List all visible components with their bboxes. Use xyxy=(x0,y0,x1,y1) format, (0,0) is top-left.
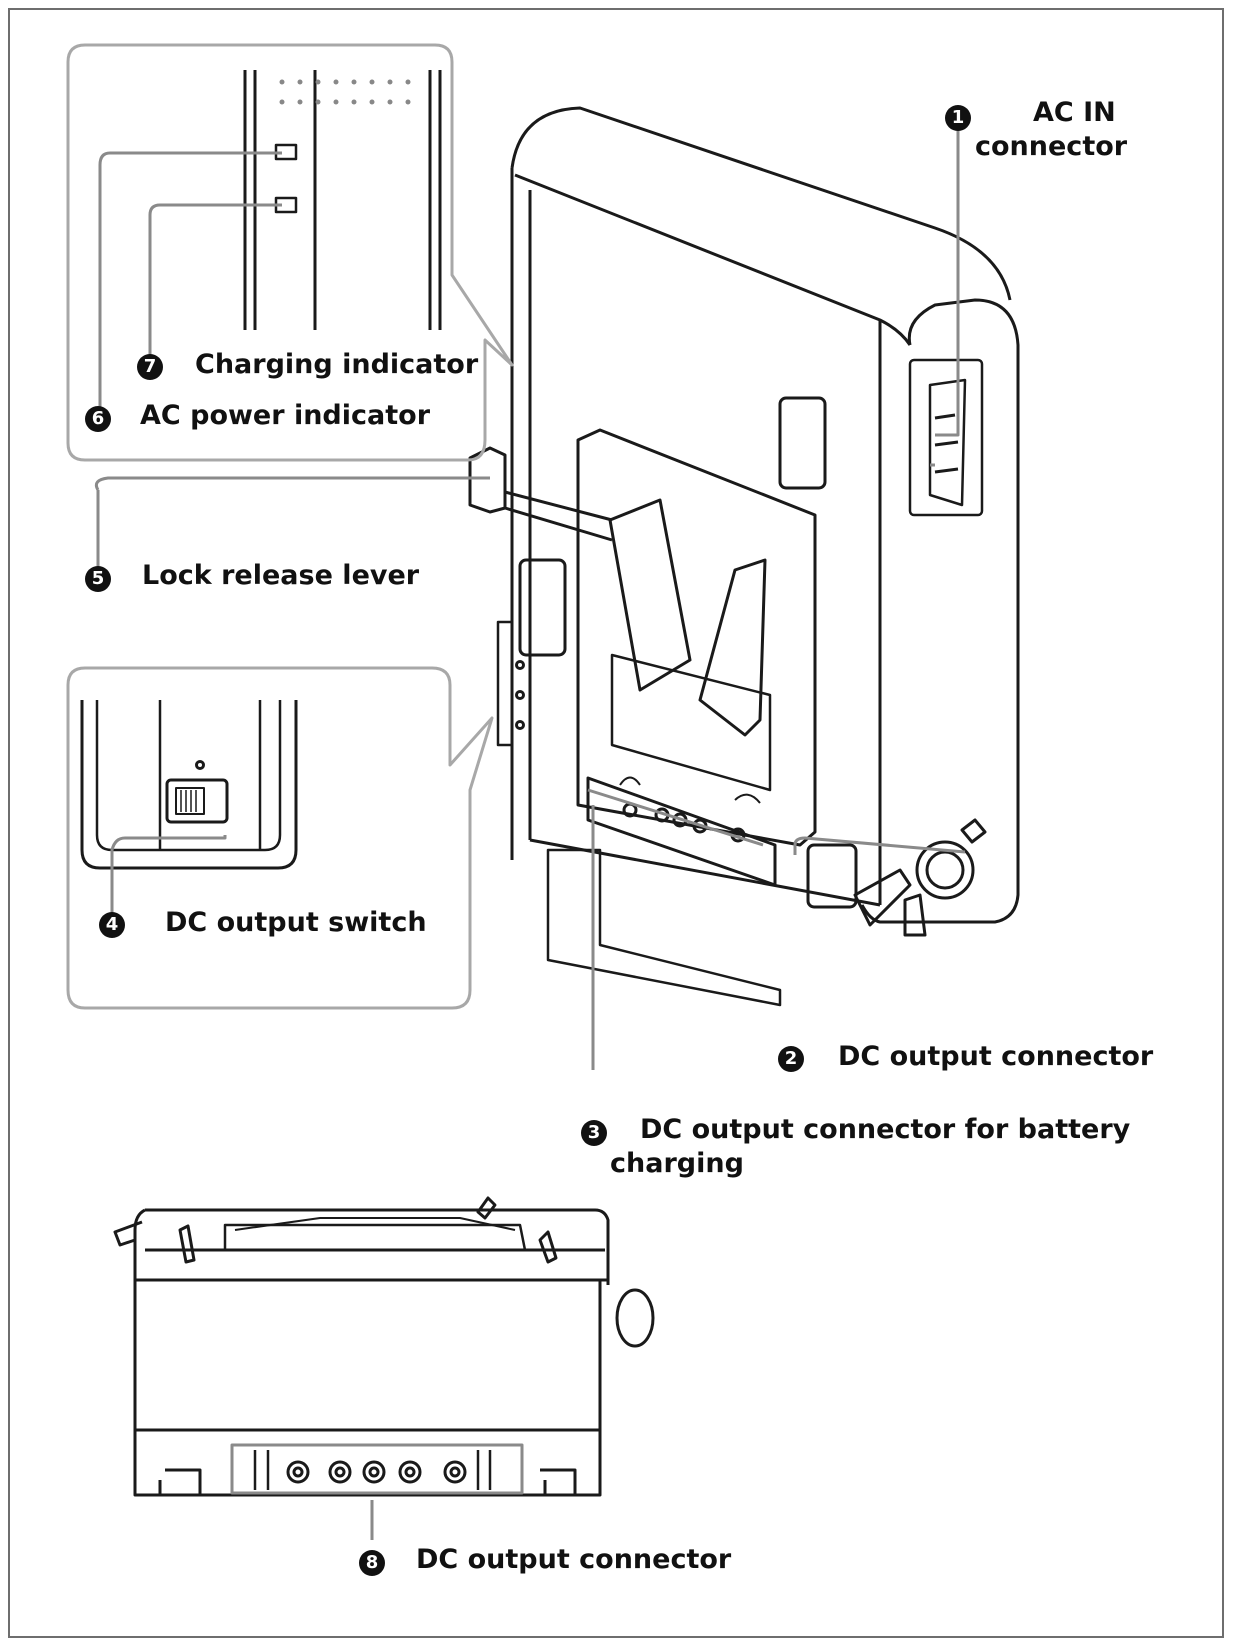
callout-number-8: 8 xyxy=(359,1550,385,1576)
callout-label-charging-indicator: Charging indicator xyxy=(195,349,479,380)
figure-frame xyxy=(8,8,1224,1638)
callout-number-6: 6 xyxy=(85,406,111,432)
main-unit-body xyxy=(468,106,1020,1007)
bottom-view-unit xyxy=(113,1196,655,1497)
indicator-inset xyxy=(66,43,514,462)
callout-label-ac-in-line2: connector xyxy=(975,131,1128,162)
callout-number-2: 2 xyxy=(778,1046,804,1072)
callout-label-dc-battery-charging: DC output connector for battery xyxy=(640,1114,1131,1145)
callout-number-5: 5 xyxy=(85,566,111,592)
callout-label-dc-battery-charging-line2: charging xyxy=(610,1148,744,1179)
callout-label-ac-in: AC IN xyxy=(1033,97,1116,128)
callout-label-dc-output-switch: DC output switch xyxy=(165,907,427,938)
leader-lines xyxy=(94,128,966,1540)
callout-number-1: 1 xyxy=(945,105,971,131)
callout-number-4: 4 xyxy=(99,912,125,938)
switch-inset xyxy=(66,666,494,1010)
callout-label-lock-release-lever: Lock release lever xyxy=(142,560,420,591)
callout-label-ac-power-indicator: AC power indicator xyxy=(140,400,431,431)
callout-number-7: 7 xyxy=(137,354,163,380)
callout-label-dc-output-connector: DC output connector xyxy=(838,1041,1154,1072)
callout-number-3: 3 xyxy=(581,1120,607,1146)
callout-label-dc-output-connector-bottom: DC output connector xyxy=(416,1544,732,1575)
